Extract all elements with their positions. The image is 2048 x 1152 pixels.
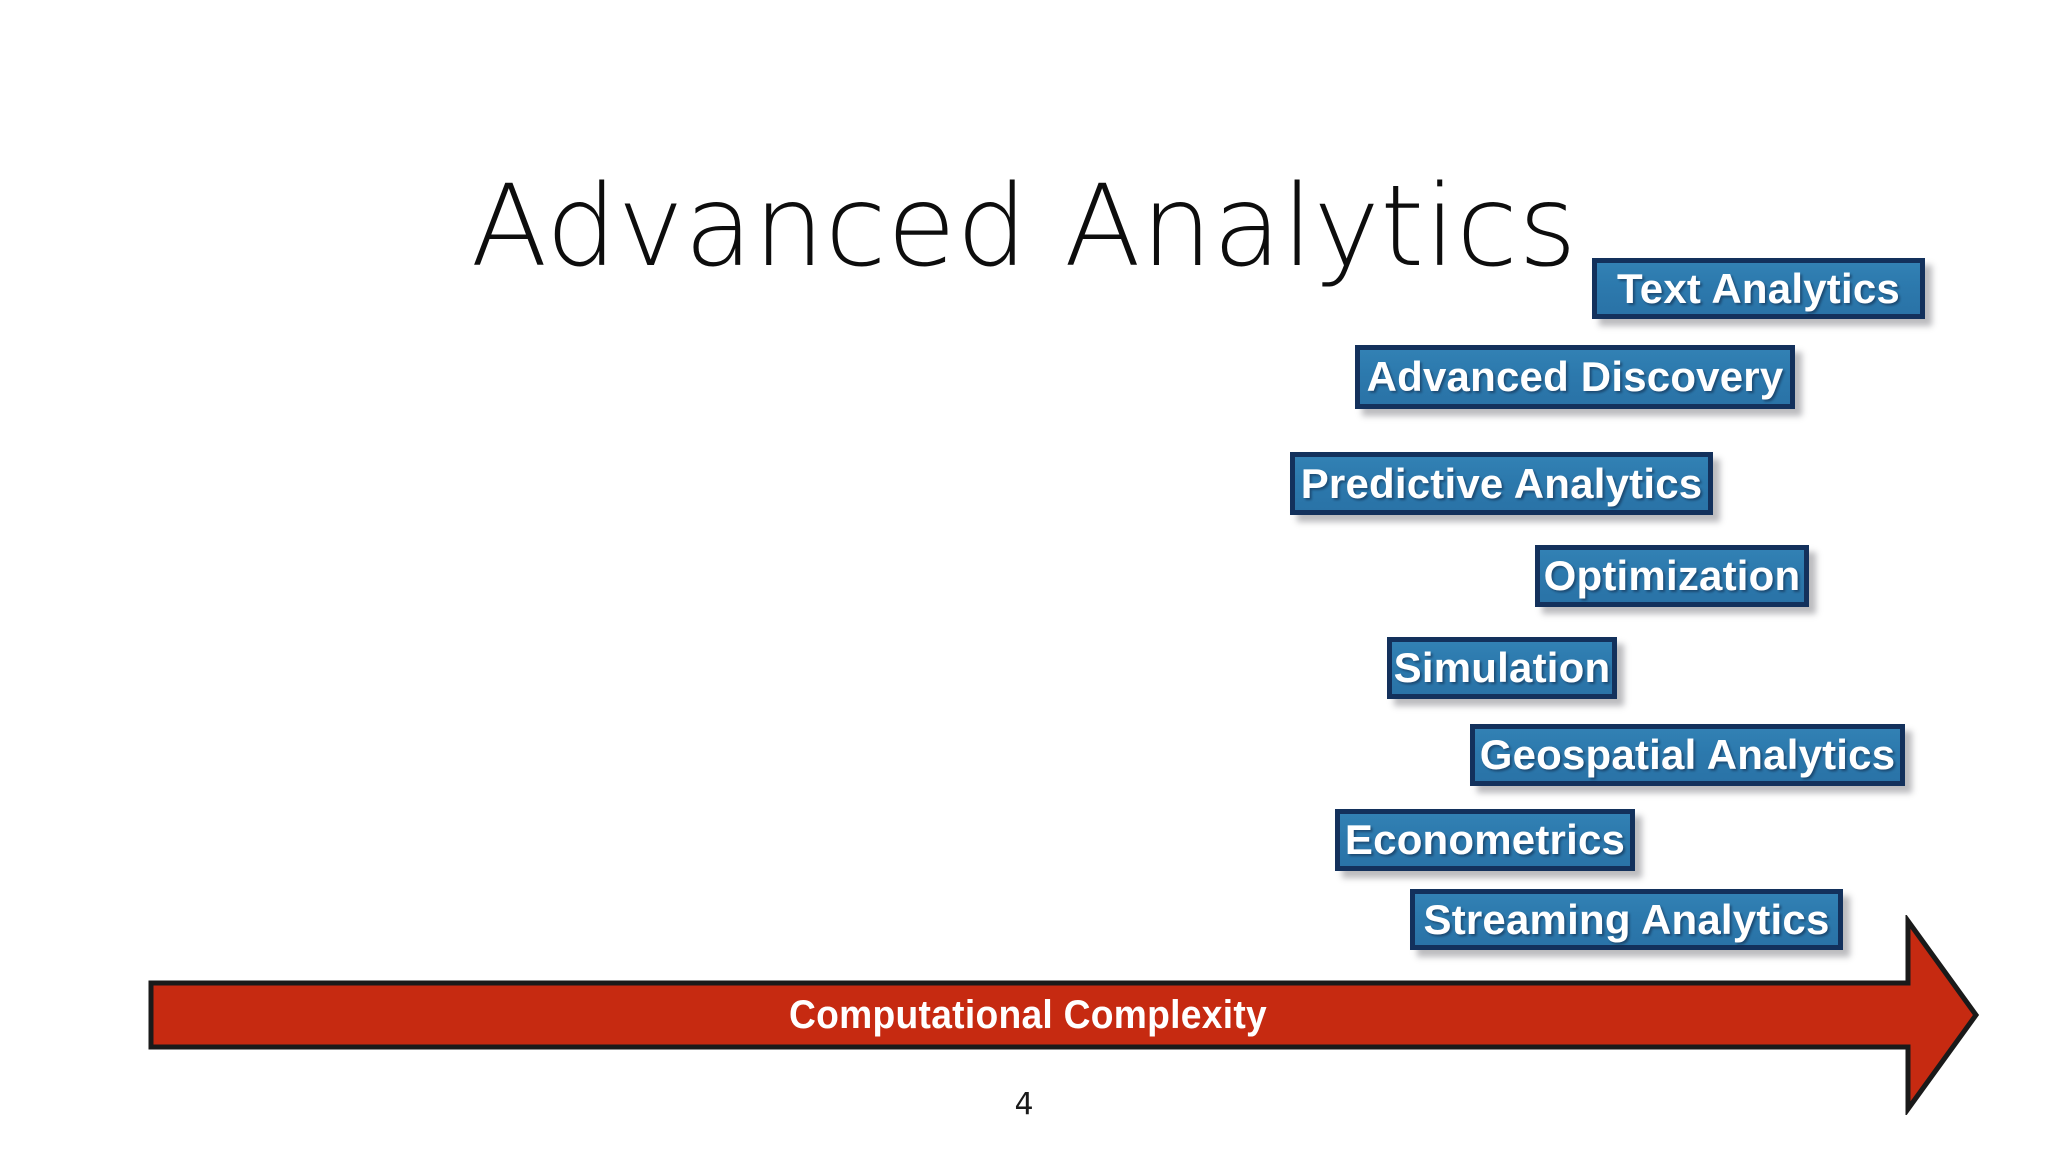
arrow-shape-icon	[148, 915, 1980, 1115]
capability-box-label: Text Analytics	[1617, 264, 1900, 312]
capability-box-label: Econometrics	[1344, 816, 1626, 863]
capability-box-label: Advanced Discovery	[1366, 353, 1784, 400]
capability-box-label: Simulation	[1393, 644, 1611, 691]
capability-box[interactable]: Text Analytics	[1592, 258, 1925, 319]
capability-box-label: Geospatial Analytics	[1479, 731, 1896, 778]
page-title: Advanced Analytics	[470, 162, 1578, 293]
capability-box[interactable]: Optimization	[1535, 545, 1809, 607]
capability-box-label: Predictive Analytics	[1300, 459, 1703, 507]
capability-box[interactable]: Econometrics	[1335, 809, 1635, 871]
arrow-label: Computational Complexity	[789, 993, 1267, 1037]
capability-box[interactable]: Geospatial Analytics	[1470, 724, 1905, 786]
capability-box[interactable]: Simulation	[1387, 637, 1617, 699]
capability-box[interactable]: Advanced Discovery	[1355, 345, 1795, 409]
computational-complexity-arrow: Computational Complexity	[148, 915, 1980, 1115]
capability-box[interactable]: Predictive Analytics	[1290, 452, 1713, 515]
capability-box-label: Streaming Analytics	[1423, 895, 1830, 943]
capability-box-label: Optimization	[1543, 552, 1801, 599]
capability-box[interactable]: Streaming Analytics	[1410, 889, 1843, 950]
page-number: 4	[1014, 1087, 1034, 1122]
